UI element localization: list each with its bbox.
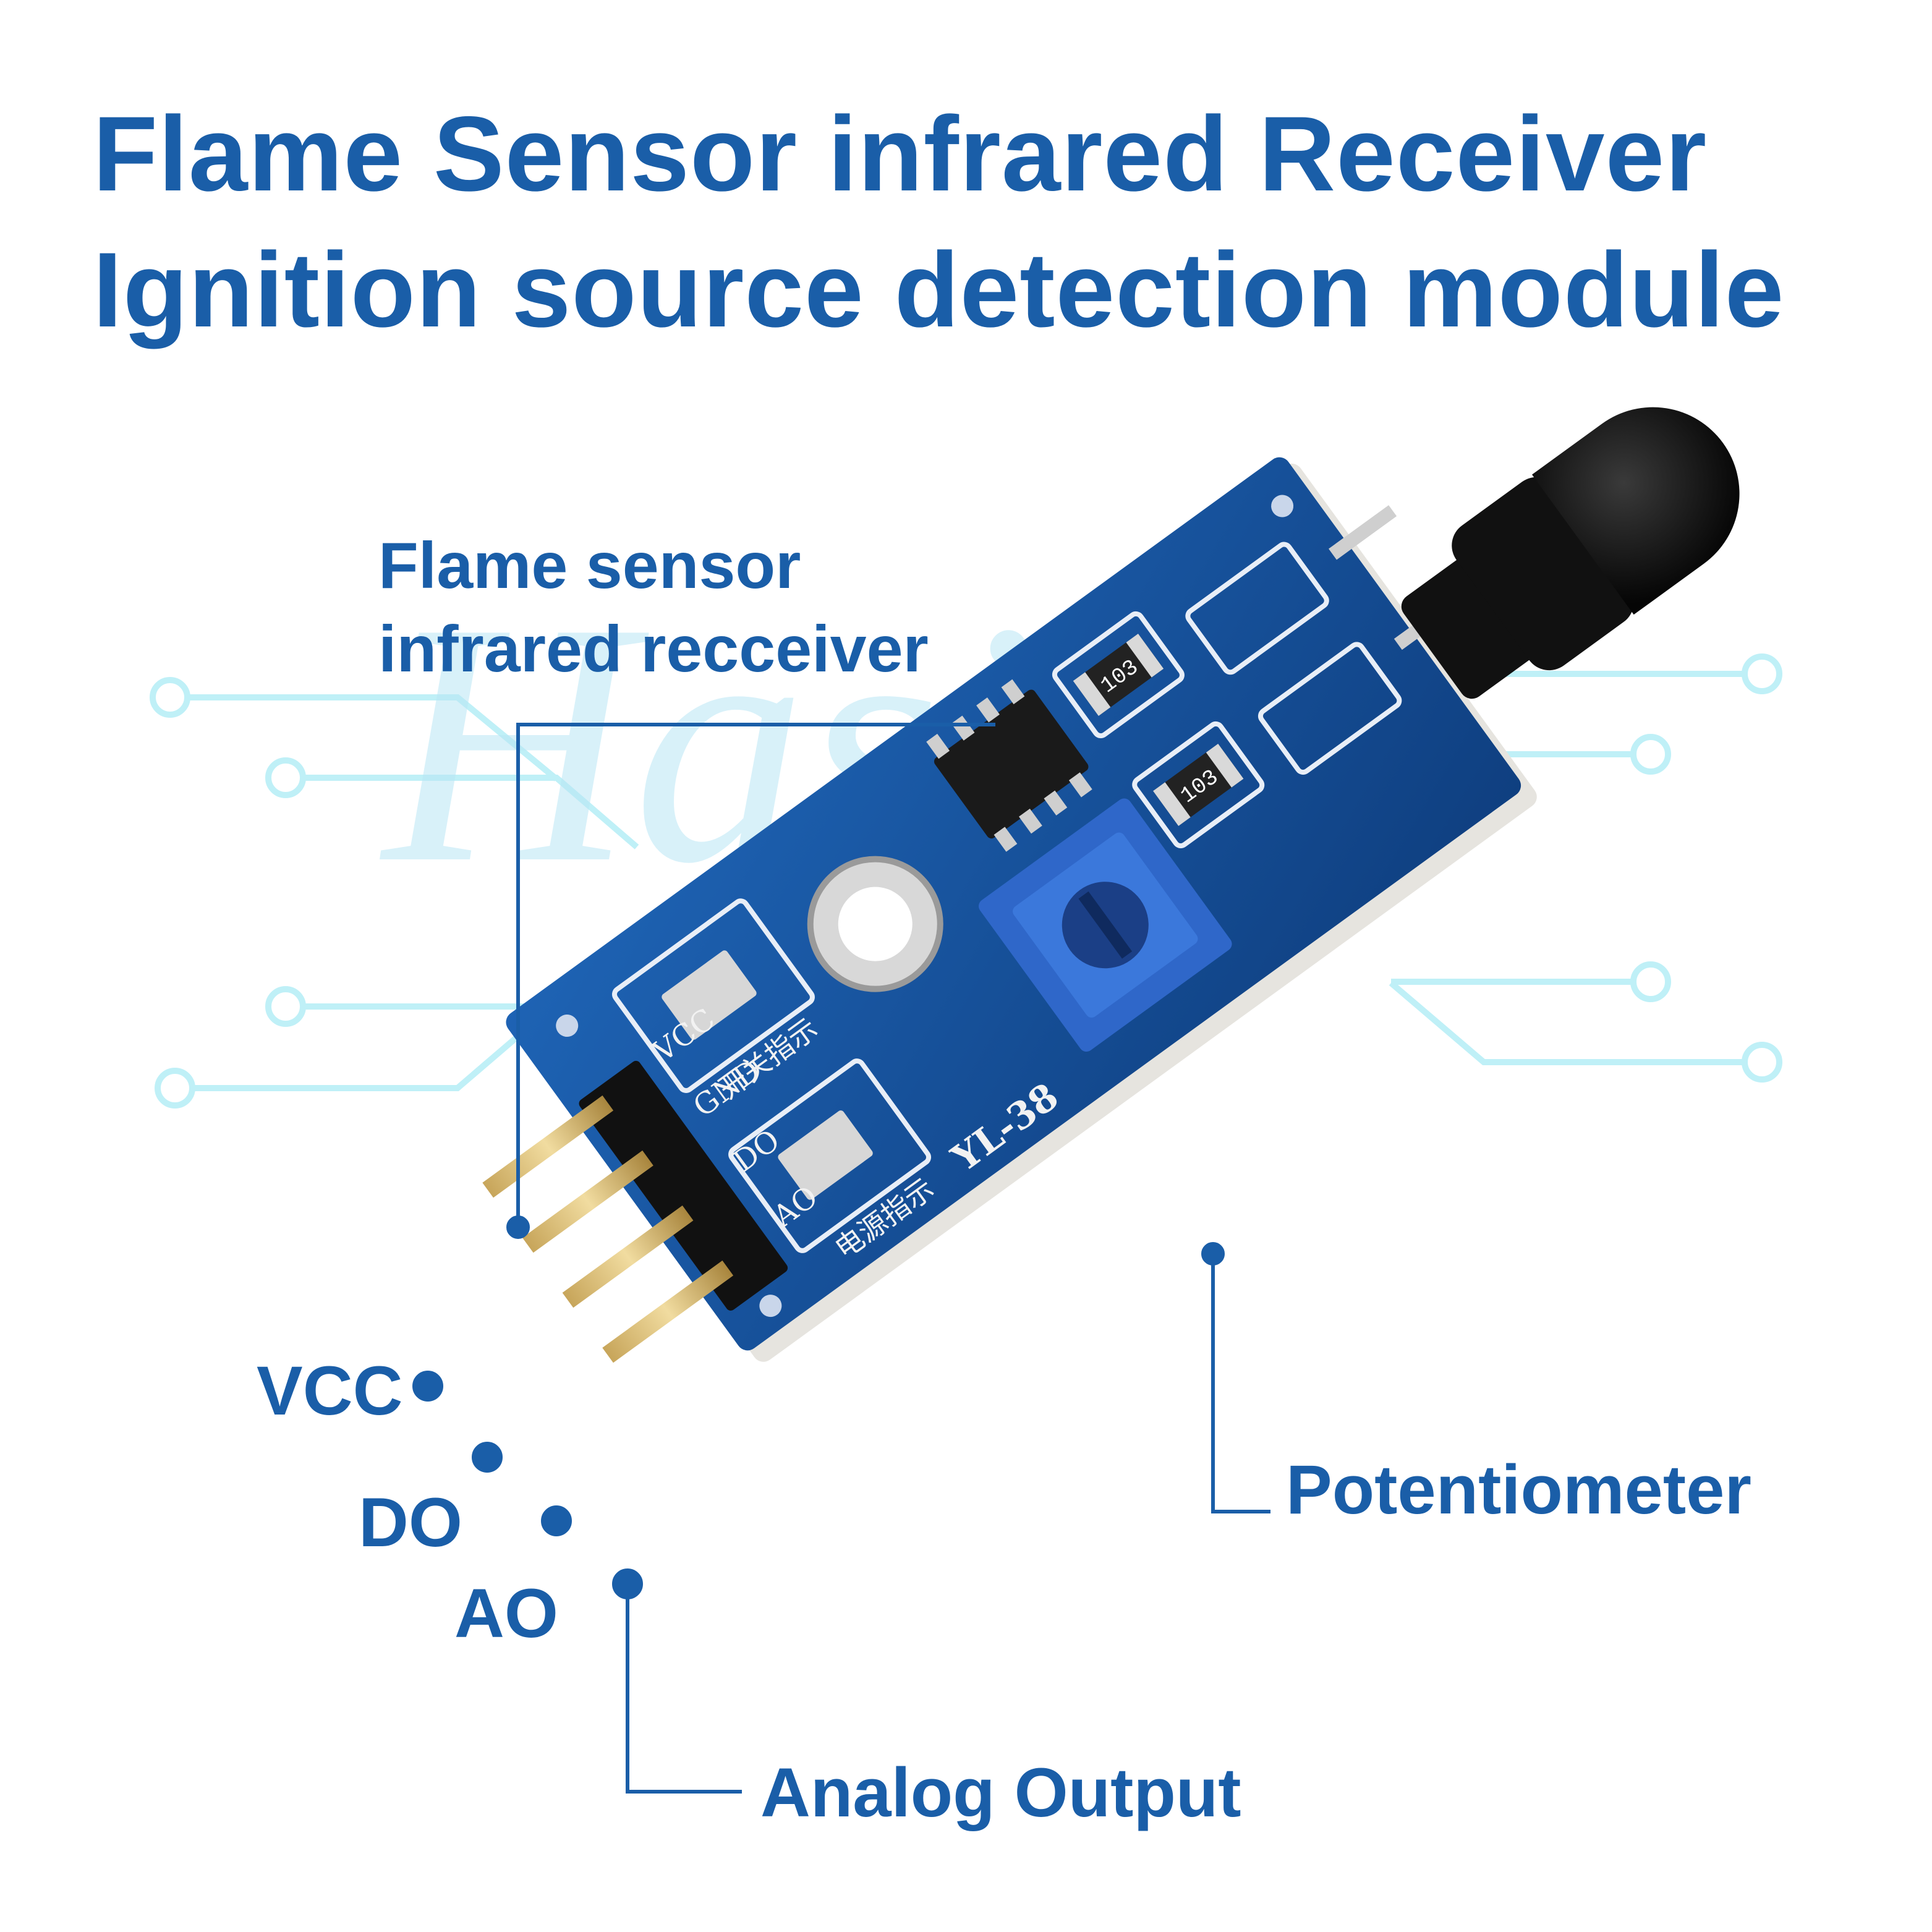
pin-label-do: DO	[359, 1484, 462, 1561]
potentiometer-label: Potentiometer	[1286, 1451, 1751, 1528]
flame-sensor-label-line1: Flame sensor	[378, 529, 801, 602]
analog-output-leader	[626, 1584, 742, 1794]
pcb-board: 103 103 开关指示 电源指示 YL-38 VCC GND DO AO	[482, 457, 1537, 1363]
analog-output-label: Analog Output	[760, 1754, 1241, 1831]
title-line-2: Ignition source detection module	[93, 231, 1785, 349]
pin-label-ao: AO	[454, 1575, 558, 1652]
pin-label-vcc: VCC	[257, 1352, 403, 1429]
title-line-1: Flame Sensor infrared Receiver	[93, 95, 1708, 213]
flame-sensor-leader	[516, 723, 995, 1227]
potentiometer-leader	[1211, 1254, 1270, 1513]
flame-sensor-label-line2: infrared recceiver	[378, 613, 929, 686]
circuit-traces	[150, 653, 1782, 1109]
ir-receiver	[1401, 407, 1740, 699]
potentiometer-component	[979, 798, 1232, 1052]
